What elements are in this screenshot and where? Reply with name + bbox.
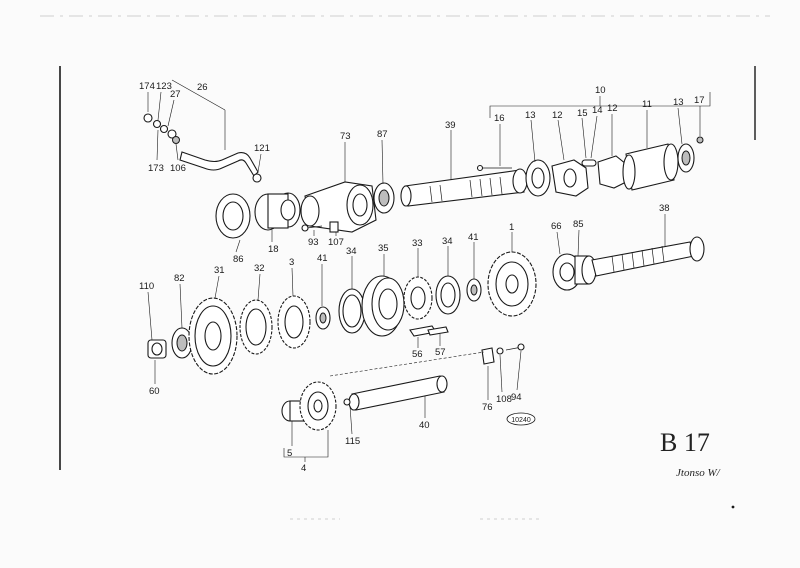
label-part-10: 10 bbox=[595, 85, 606, 96]
label-part-57: 57 bbox=[435, 347, 446, 358]
label-part-31: 31 bbox=[214, 265, 225, 276]
label-part-32: 32 bbox=[254, 263, 265, 274]
label-part-12b: 12 bbox=[607, 103, 618, 114]
label-part-41b: 41 bbox=[468, 232, 479, 243]
reference-number-badge: 10240 bbox=[506, 412, 536, 426]
mainshaft-assembly bbox=[400, 136, 704, 207]
label-part-123: 123 bbox=[156, 81, 172, 92]
label-part-14: 14 bbox=[592, 105, 603, 116]
label-part-93: 93 bbox=[308, 237, 319, 248]
label-part-107: 107 bbox=[328, 237, 344, 248]
label-part-35: 35 bbox=[378, 243, 389, 254]
label-part-73: 73 bbox=[340, 131, 351, 142]
label-part-76: 76 bbox=[482, 402, 493, 413]
label-part-1: 1 bbox=[509, 222, 514, 233]
label-part-173: 173 bbox=[148, 163, 164, 174]
handwritten-code: B 17 bbox=[660, 428, 710, 457]
label-part-26: 26 bbox=[197, 82, 208, 93]
label-part-5: 5 bbox=[287, 448, 292, 459]
housing-assembly bbox=[215, 181, 395, 239]
label-part-34b: 34 bbox=[442, 236, 453, 247]
oil-pipe-assembly bbox=[143, 113, 262, 183]
gear-train bbox=[147, 251, 537, 375]
reverse-idler-assembly bbox=[281, 343, 525, 431]
label-part-18: 18 bbox=[268, 244, 279, 255]
label-part-16: 16 bbox=[494, 113, 505, 124]
label-part-39: 39 bbox=[445, 120, 456, 131]
label-part-56: 56 bbox=[412, 349, 423, 360]
label-part-106: 106 bbox=[170, 163, 186, 174]
leader-lines bbox=[147, 79, 711, 462]
label-part-82: 82 bbox=[174, 273, 185, 284]
reference-number: 10240 bbox=[511, 417, 531, 424]
label-part-60: 60 bbox=[149, 386, 160, 397]
label-part-15: 15 bbox=[577, 108, 588, 119]
countershaft-assembly bbox=[552, 236, 705, 291]
label-part-40: 40 bbox=[419, 420, 430, 431]
label-part-108: 108 bbox=[496, 394, 512, 405]
label-part-115: 115 bbox=[345, 436, 360, 447]
label-part-34a: 34 bbox=[346, 246, 357, 257]
label-part-13b: 13 bbox=[673, 97, 684, 108]
label-part-110: 110 bbox=[139, 281, 154, 292]
label-part-38: 38 bbox=[659, 203, 670, 214]
part-number-labels: 174 123 27 26 173 106 121 73 87 39 10 16… bbox=[139, 81, 705, 474]
label-part-33: 33 bbox=[412, 238, 423, 249]
label-part-11: 11 bbox=[642, 99, 652, 110]
handwritten-note: Jtonso W/ bbox=[676, 467, 721, 479]
label-part-12a: 12 bbox=[552, 110, 563, 121]
label-part-85: 85 bbox=[573, 219, 584, 230]
label-part-3: 3 bbox=[289, 257, 294, 268]
label-part-87: 87 bbox=[377, 129, 388, 140]
label-part-4: 4 bbox=[301, 463, 306, 474]
label-part-27: 27 bbox=[170, 89, 181, 100]
label-part-66: 66 bbox=[551, 221, 562, 232]
label-part-94: 94 bbox=[511, 392, 522, 403]
label-part-174: 174 bbox=[139, 81, 155, 92]
label-part-13a: 13 bbox=[525, 110, 536, 121]
label-part-86: 86 bbox=[233, 254, 244, 265]
label-part-121: 121 bbox=[254, 143, 270, 154]
label-part-17: 17 bbox=[694, 95, 705, 106]
label-part-41a: 41 bbox=[317, 253, 328, 264]
